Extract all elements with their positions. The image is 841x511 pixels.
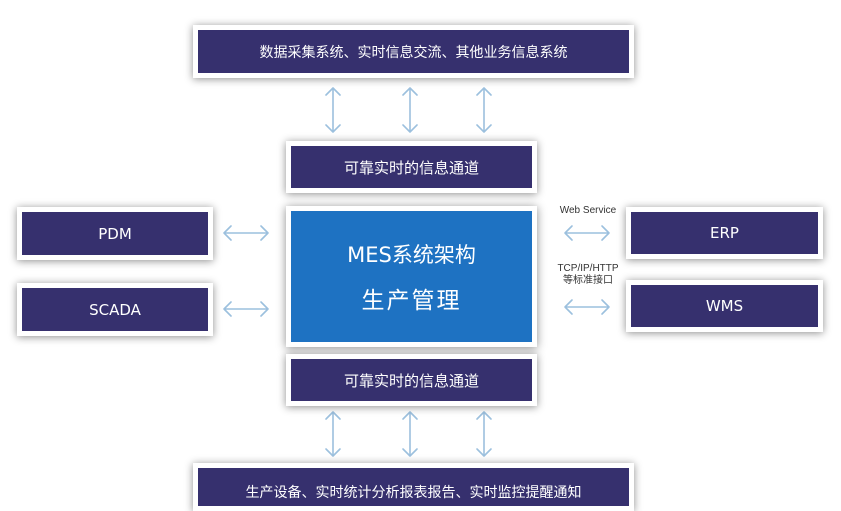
web-service-label: Web Service — [559, 205, 617, 216]
double-arrow-bottom-3 — [476, 411, 492, 457]
mes-core-box: MES系统架构 生产管理 — [286, 206, 537, 347]
scada-box: SCADA — [17, 283, 213, 336]
double-arrow-bottom-1 — [325, 411, 341, 457]
double-arrow-right-1 — [564, 225, 610, 241]
double-arrow-left-2 — [223, 301, 269, 317]
bottom-systems-box: 生产设备、实时统计分析报表报告、实时监控提醒通知 — [193, 463, 634, 511]
double-arrow-left-1 — [223, 225, 269, 241]
tcp-label: TCP/IP/HTTP — [557, 263, 619, 274]
wms-box: WMS — [626, 280, 823, 332]
core-subtitle: 生产管理 — [361, 287, 462, 314]
channel-bottom-box: 可靠实时的信息通道 — [286, 354, 537, 406]
top-systems-box: 数据采集系统、实时信息交流、其他业务信息系统 — [193, 25, 634, 78]
double-arrow-right-2 — [564, 299, 610, 315]
double-arrow-bottom-2 — [402, 411, 418, 457]
channel-top-box: 可靠实时的信息通道 — [286, 141, 537, 193]
core-title: MES系统架构 — [347, 242, 476, 267]
double-arrow-top-1 — [325, 87, 341, 133]
double-arrow-top-2 — [402, 87, 418, 133]
double-arrow-top-3 — [476, 87, 492, 133]
erp-box: ERP — [626, 207, 823, 259]
standard-interface-label: 等标准接口 — [563, 275, 613, 286]
pdm-box: PDM — [17, 207, 213, 260]
connector-arrows — [223, 87, 610, 457]
